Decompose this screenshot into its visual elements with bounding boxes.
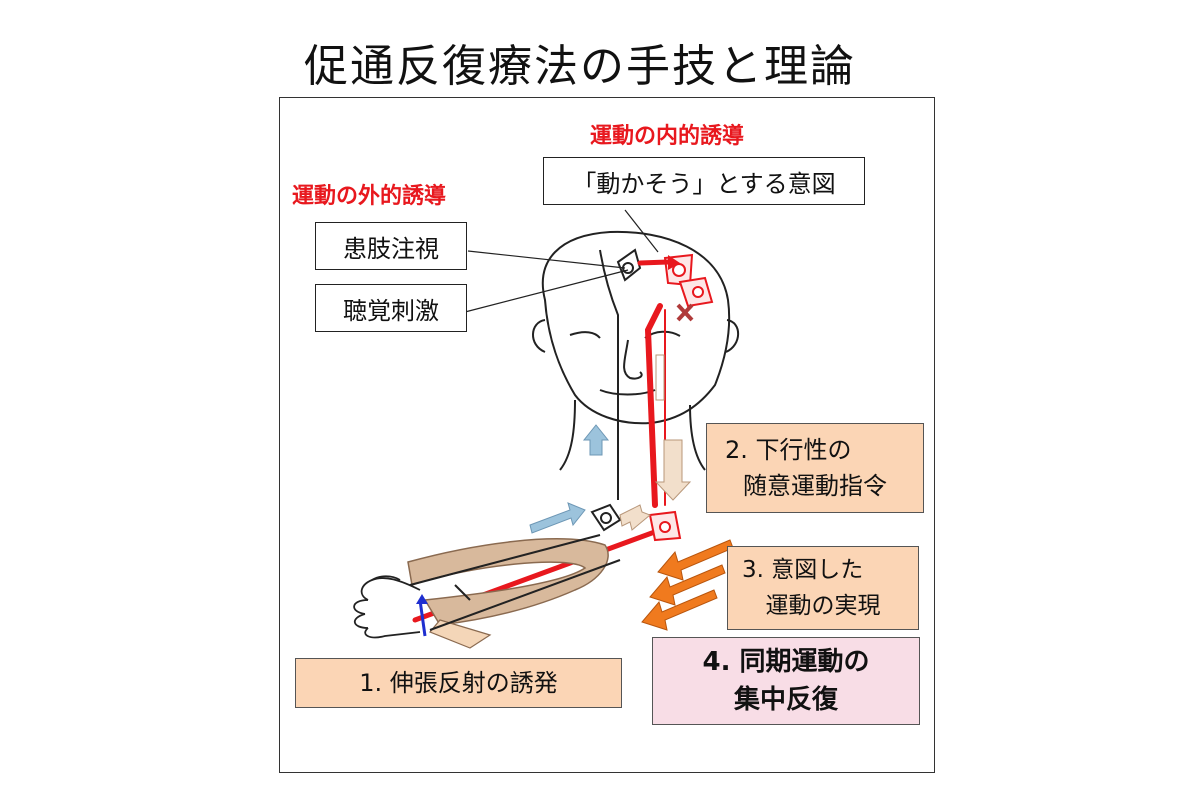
step3-line2: 運動の実現 xyxy=(765,593,881,619)
page-title: 促通反復療法の手技と理論 xyxy=(304,41,856,92)
spinal-neuron-icon xyxy=(590,503,622,532)
spinal-motor-neuron-icon xyxy=(648,510,682,542)
sensory-arrow-icon xyxy=(529,424,610,534)
step2-line1: 2. 下行性の xyxy=(725,436,852,464)
lesion-mark-icon xyxy=(676,303,694,322)
step3-box: 3. 意図した 運動の実現 xyxy=(727,546,919,630)
movement-arrow-icon xyxy=(641,539,734,631)
external-induction-label: 運動の外的誘導 xyxy=(292,184,447,209)
pointer-lines xyxy=(464,209,659,313)
intention-box: 「動かそう」とする意図 xyxy=(543,157,865,205)
step2-box: 2. 下行性の 随意運動指令 xyxy=(706,423,924,513)
wrist-marker xyxy=(418,599,427,637)
auditory-stimulus-box: 聴覚刺激 xyxy=(315,284,467,332)
head-outline-icon xyxy=(532,230,740,471)
step4-line1: 4. 同期運動の xyxy=(702,647,870,677)
limb-gaze-box: 患肢注視 xyxy=(315,222,467,270)
diagram-frame xyxy=(279,97,935,773)
internal-induction-label: 運動の内的誘導 xyxy=(590,124,745,149)
brain-neuron-icon xyxy=(616,248,642,282)
motor-cortex-neuron-icon xyxy=(663,253,714,308)
descending-arrow-icon xyxy=(619,354,692,531)
step2-line2: 随意運動指令 xyxy=(743,472,887,500)
arm-outline xyxy=(409,534,621,631)
forearm-sleeve-icon xyxy=(407,538,609,649)
step1-box: 1. 伸張反射の誘発 xyxy=(295,658,622,708)
hand-outline-icon xyxy=(353,575,421,639)
step4-line2: 集中反復 xyxy=(733,685,838,715)
step4-box: 4. 同期運動の 集中反復 xyxy=(652,637,920,725)
wrist-arrow-icon xyxy=(416,594,428,604)
step3-line1: 3. 意図した xyxy=(742,557,864,583)
